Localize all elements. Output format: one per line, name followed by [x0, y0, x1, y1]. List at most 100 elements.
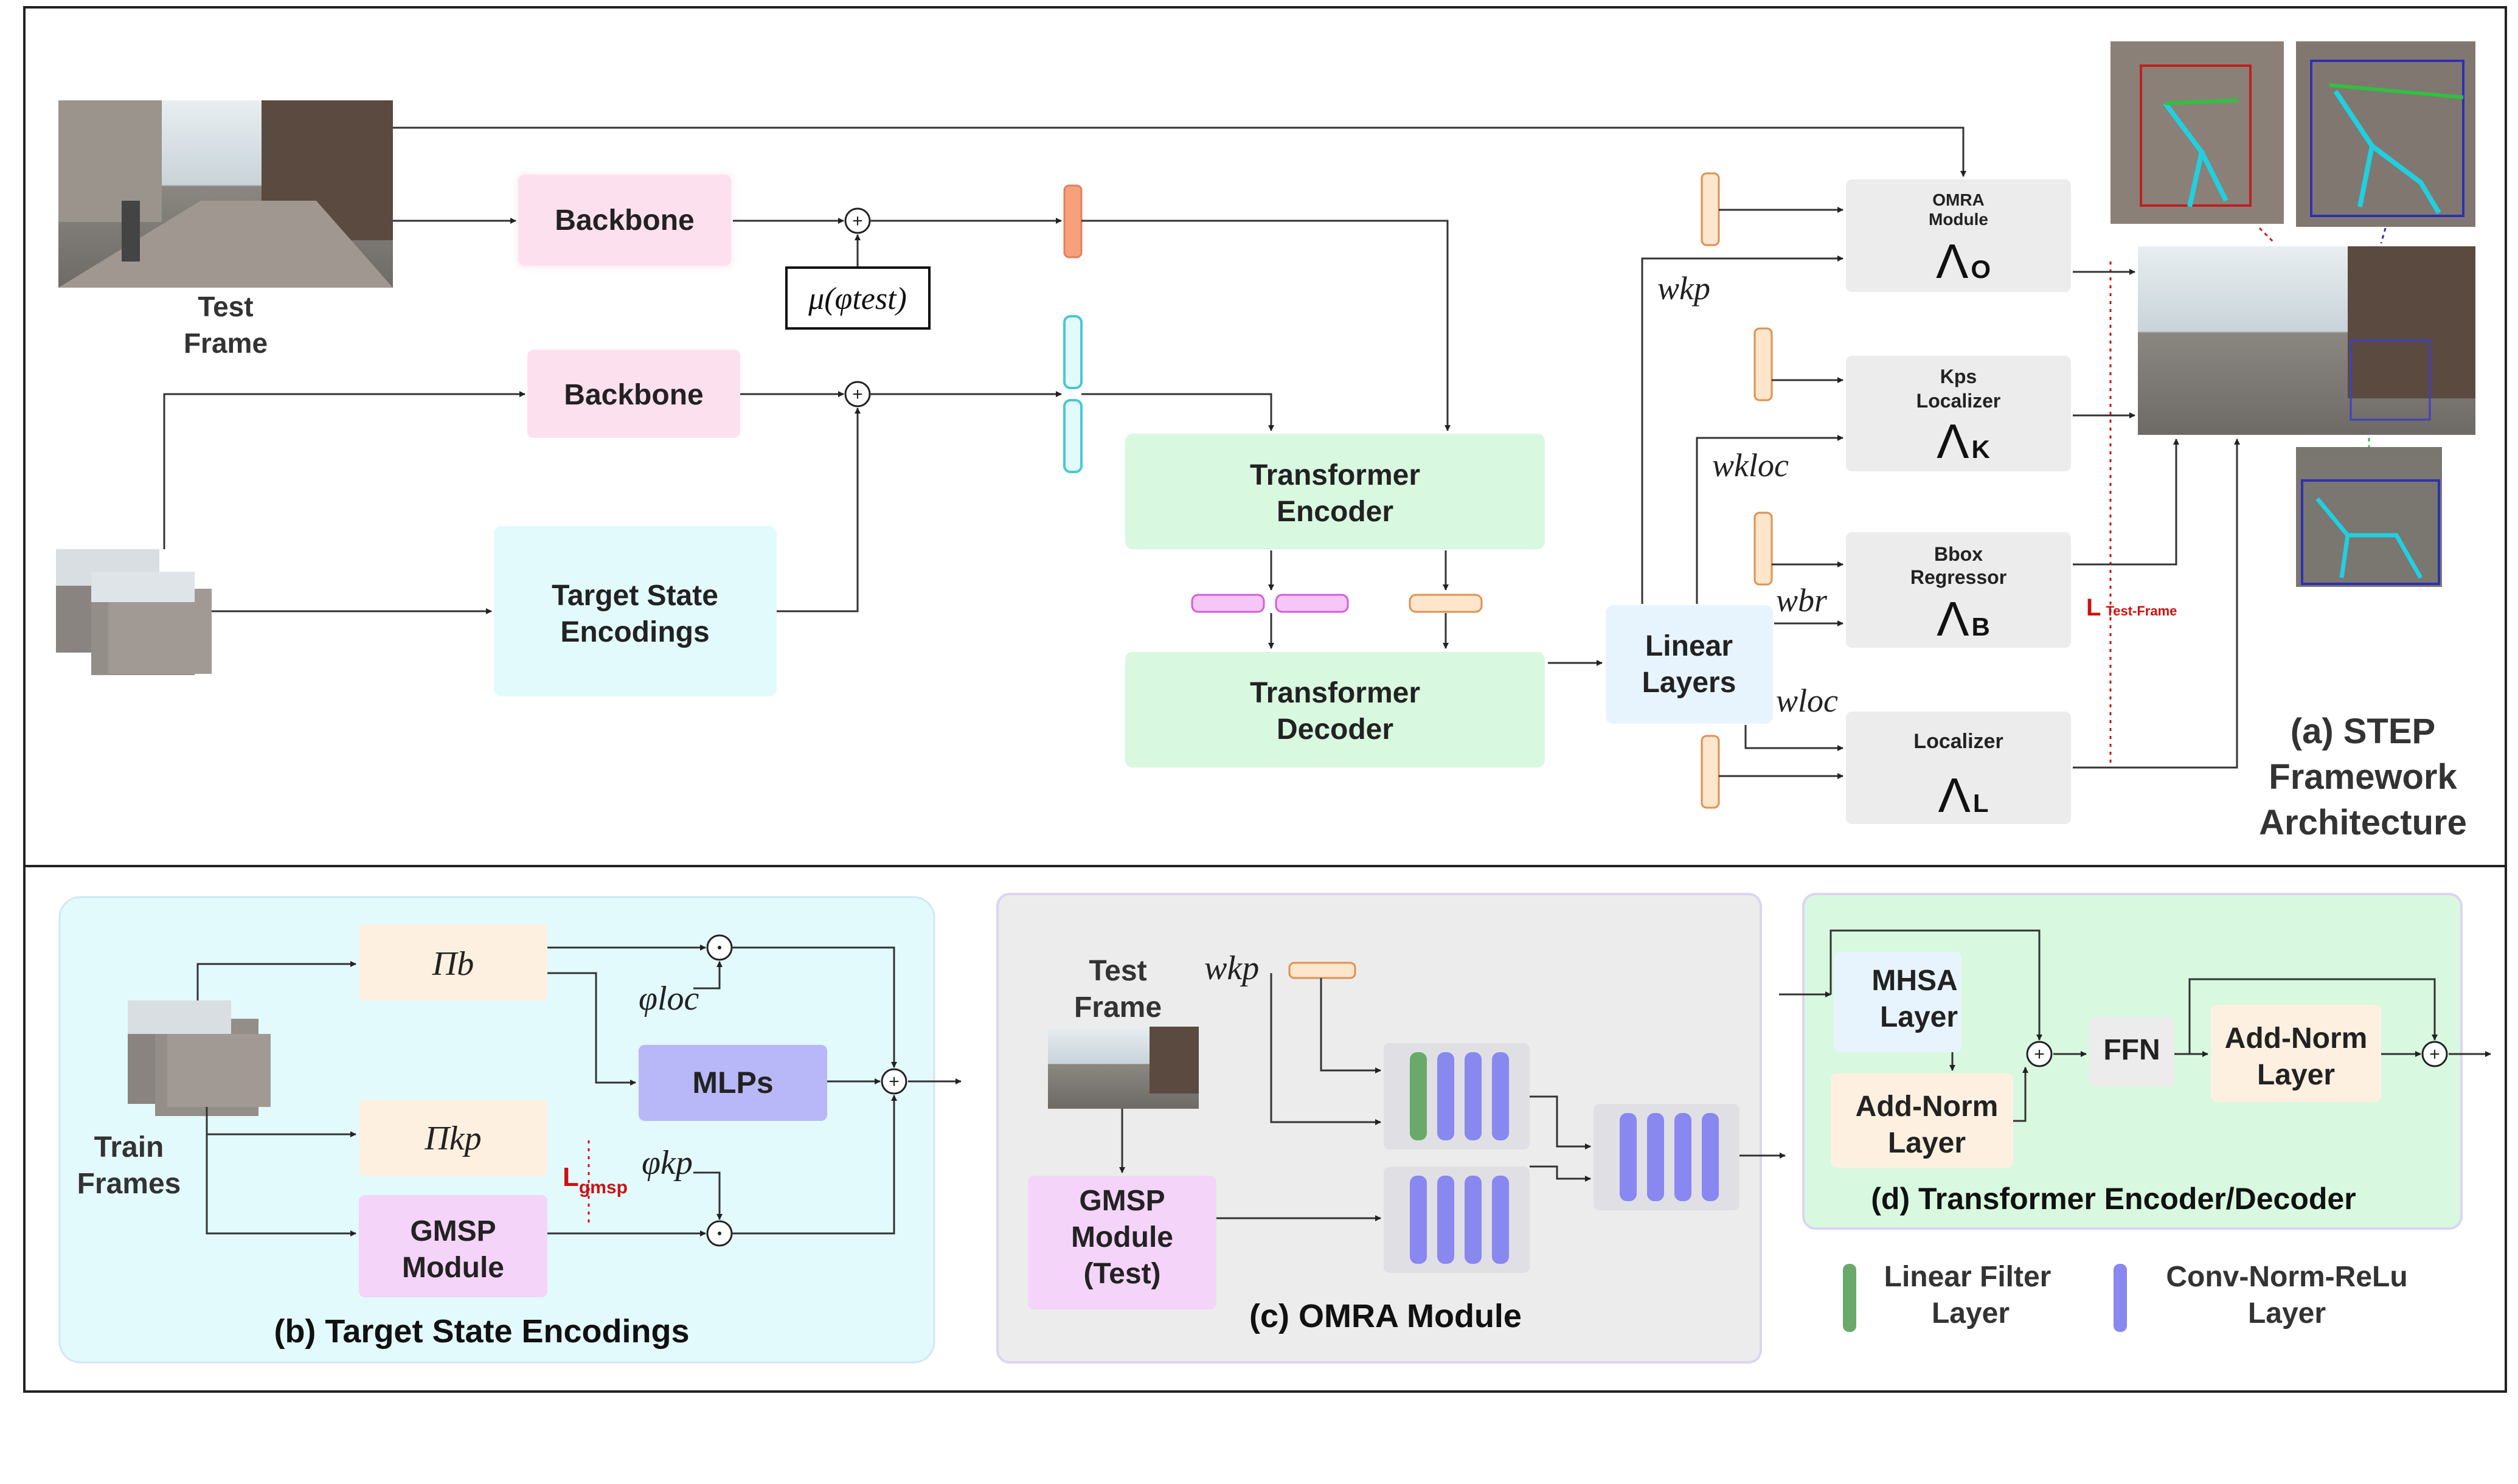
panel-a: Test Frame Backbone Backbone + + μ(φtest… — [56, 41, 2475, 842]
linear-layers-label-2: Layers — [1642, 667, 1736, 699]
panel-b-connectors — [196, 945, 962, 1236]
gmsp-b-label-2: Module — [402, 1252, 504, 1284]
kps-localizer-head — [1846, 356, 2071, 471]
omra-head-label-2: Module — [1929, 210, 1988, 229]
localizer-symbol: ΛL — [1938, 768, 1988, 822]
gmsp-c-label-2: Module — [1071, 1221, 1173, 1253]
output-image-crop-1 — [2110, 41, 2284, 224]
omra-head — [1846, 179, 2071, 292]
filter-vec-4 — [1701, 735, 1720, 809]
caption-c: (c) OMRA Module — [1249, 1298, 1522, 1334]
panel-b: Train Frames Πb Πkp GMSP Module MLPs φlo… — [58, 896, 962, 1364]
transformer-decoder-label-1: Transformer — [1250, 677, 1420, 709]
feature-cyan-1 — [1063, 315, 1083, 389]
panel-bottom-frame — [23, 865, 2507, 1393]
loss-gmsp-label: Lgmsp — [563, 1162, 628, 1198]
sum-node-d-1 — [2026, 1041, 2053, 1067]
feature-orange — [1063, 184, 1083, 258]
linear-layers — [1606, 605, 1773, 724]
backbone-bottom — [527, 350, 740, 438]
token-pink-1 — [1191, 594, 1265, 613]
bbox-symbol: ΛB — [1937, 592, 1990, 646]
legend-conv-label-1: Conv-Norm-ReLu — [2166, 1261, 2407, 1293]
mlps-label: MLPs — [692, 1066, 773, 1100]
legend-conv-swatch — [2114, 1264, 2127, 1332]
add-norm-1-label-2: Layer — [1888, 1127, 1966, 1159]
legend: Linear Filter Layer Conv-Norm-ReLu Layer — [1843, 1261, 2408, 1332]
test-frame-c-image — [1048, 1027, 1199, 1109]
sum-node-d-2 — [2421, 1041, 2448, 1067]
add-norm-box-2 — [2211, 1005, 2381, 1102]
legend-linear-filter-label-1: Linear Filter — [1884, 1261, 2052, 1293]
token-orange — [1409, 594, 1483, 613]
transformer-decoder — [1125, 652, 1545, 768]
svg-text:+: + — [889, 1072, 900, 1092]
gmsp-c-label-3: (Test) — [1083, 1258, 1160, 1290]
w-kp-label: wkp — [1657, 270, 1710, 307]
mhsa-label-2: Layer — [1880, 1001, 1958, 1033]
linear-layers-label-1: Linear — [1645, 630, 1733, 662]
add-norm-1-label-1: Add-Norm — [1856, 1090, 1999, 1123]
backbone-top — [518, 175, 731, 266]
mu-phi-test-label: μ(φtest) — [808, 282, 907, 316]
svg-text:+: + — [2034, 1044, 2045, 1064]
caption-a-1: (a) STEP — [2291, 712, 2436, 751]
phi-loc-label: φloc — [639, 980, 699, 1018]
legend-linear-filter-label-2: Layer — [1932, 1297, 2010, 1330]
backbone-top-label: Backbone — [555, 204, 694, 237]
kps-symbol: ΛK — [1937, 414, 1990, 468]
caption-a-2: Framework — [2269, 757, 2457, 797]
mhsa-label-1: MHSA — [1871, 965, 1957, 997]
caption-d: (d) Transformer Encoder/Decoder — [1871, 1182, 2356, 1216]
localizer-head — [1846, 712, 2071, 824]
bbox-head-label-2: Regressor — [1910, 566, 2006, 588]
pi-b-label: Πb — [432, 945, 474, 983]
caption-b: (b) Target State Encodings — [274, 1313, 689, 1350]
panel-d-connectors — [1779, 929, 2491, 1122]
filter-vec-c — [1288, 962, 1356, 979]
output-image-crop-3 — [2296, 447, 2442, 587]
add-norm-2-label-1: Add-Norm — [2225, 1022, 2368, 1055]
w-kp-c-label: wkp — [1204, 949, 1259, 987]
gmsp-box-b — [359, 1195, 547, 1297]
add-norm-box-1 — [1831, 1073, 2013, 1168]
phi-kp-label: φkp — [642, 1144, 693, 1182]
test-frame-c-label-1: Test — [1089, 955, 1146, 987]
gmsp-c-label-1: GMSP — [1079, 1185, 1165, 1217]
bbox-regressor-head — [1846, 532, 2071, 648]
kps-head-label-1: Kps — [1940, 366, 1977, 387]
transformer-encoder-label-2: Encoder — [1277, 496, 1393, 528]
filter-vec-3 — [1753, 511, 1773, 586]
filter-vec-1 — [1701, 172, 1720, 246]
transformer-encoder-label-1: Transformer — [1250, 459, 1420, 491]
output-image-main — [2138, 246, 2475, 435]
pi-kp-box — [359, 1100, 547, 1176]
transformer-decoder-label-2: Decoder — [1277, 713, 1393, 746]
mhsa-box — [1834, 952, 1961, 1052]
gmsp-b-label-1: GMSP — [410, 1215, 496, 1247]
ffn-label: FFN — [2103, 1034, 2160, 1066]
train-frames-stack — [56, 549, 212, 675]
test-frame-image — [58, 100, 393, 288]
train-frames-label-2: Frames — [77, 1168, 181, 1200]
backbone-bottom-label: Backbone — [564, 379, 703, 411]
localizer-head-label: Localizer — [1913, 730, 2003, 753]
w-br-label: wbr — [1776, 582, 1828, 619]
sum-node-b — [881, 1068, 907, 1095]
train-frames-b — [128, 1000, 271, 1116]
token-pink-2 — [1275, 594, 1349, 613]
legend-linear-filter-swatch — [1843, 1264, 1856, 1332]
w-loc-label: wloc — [1776, 682, 1838, 719]
target-state-label-2: Encodings — [560, 616, 709, 648]
caption-a-3: Architecture — [2259, 803, 2467, 842]
target-state-box — [494, 526, 777, 696]
kps-head-label-2: Localizer — [1916, 390, 2001, 412]
test-frame-label-2: Frame — [184, 327, 268, 359]
pi-kp-label: Πkp — [424, 1120, 481, 1157]
output-image-crop-2 — [2296, 41, 2475, 227]
panel-d: MHSA Layer Add-Norm Layer FFN Add-Norm L… — [1779, 893, 2491, 1230]
legend-conv-label-2: Layer — [2248, 1297, 2326, 1330]
svg-text:+: + — [852, 384, 863, 404]
test-frame-c-label-2: Frame — [1074, 991, 1162, 1024]
